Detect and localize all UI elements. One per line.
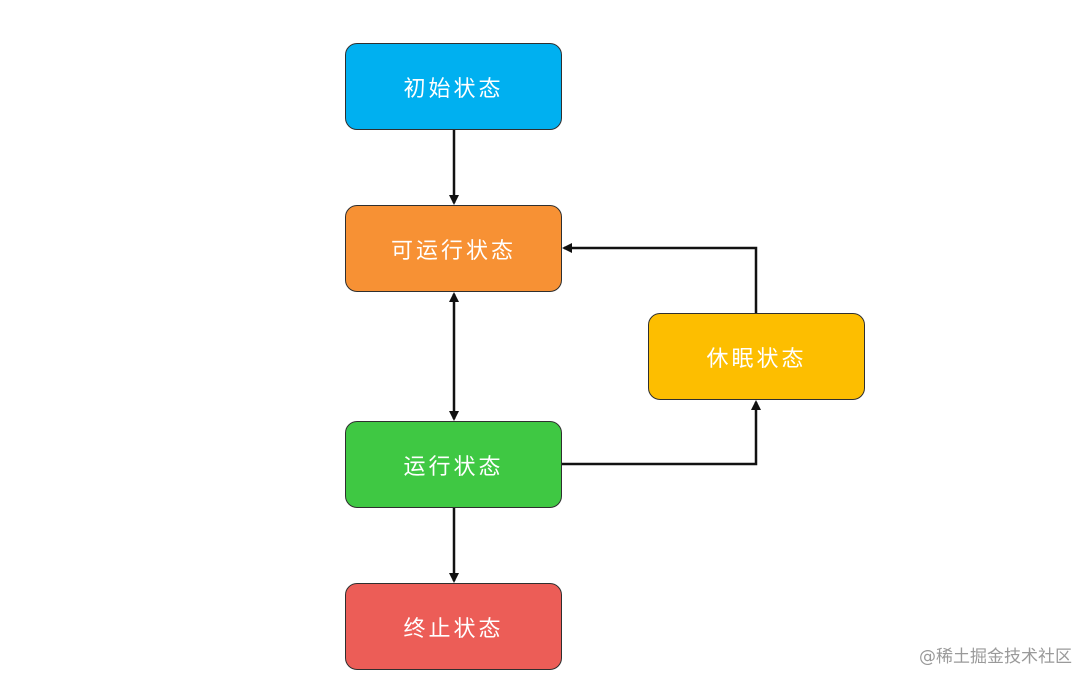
node-terminated-state: 终止状态 — [345, 583, 562, 670]
node-terminated-label: 终止状态 — [403, 616, 504, 642]
node-sleeping-state: 休眠状态 — [648, 313, 865, 400]
watermark-text: @稀土掘金技术社区 — [919, 647, 1072, 667]
edge-sleeping-to-runnable — [562, 243, 758, 313]
node-sleeping-label: 休眠状态 — [706, 346, 807, 372]
node-running-label: 运行状态 — [403, 454, 504, 480]
node-initial-state: 初始状态 — [345, 43, 562, 130]
node-runnable-state: 可运行状态 — [345, 205, 562, 292]
node-runnable-label: 可运行状态 — [390, 238, 516, 264]
node-running-state: 运行状态 — [345, 421, 562, 508]
node-initial-label: 初始状态 — [403, 76, 504, 102]
edge-running-to-sleeping — [562, 400, 761, 466]
